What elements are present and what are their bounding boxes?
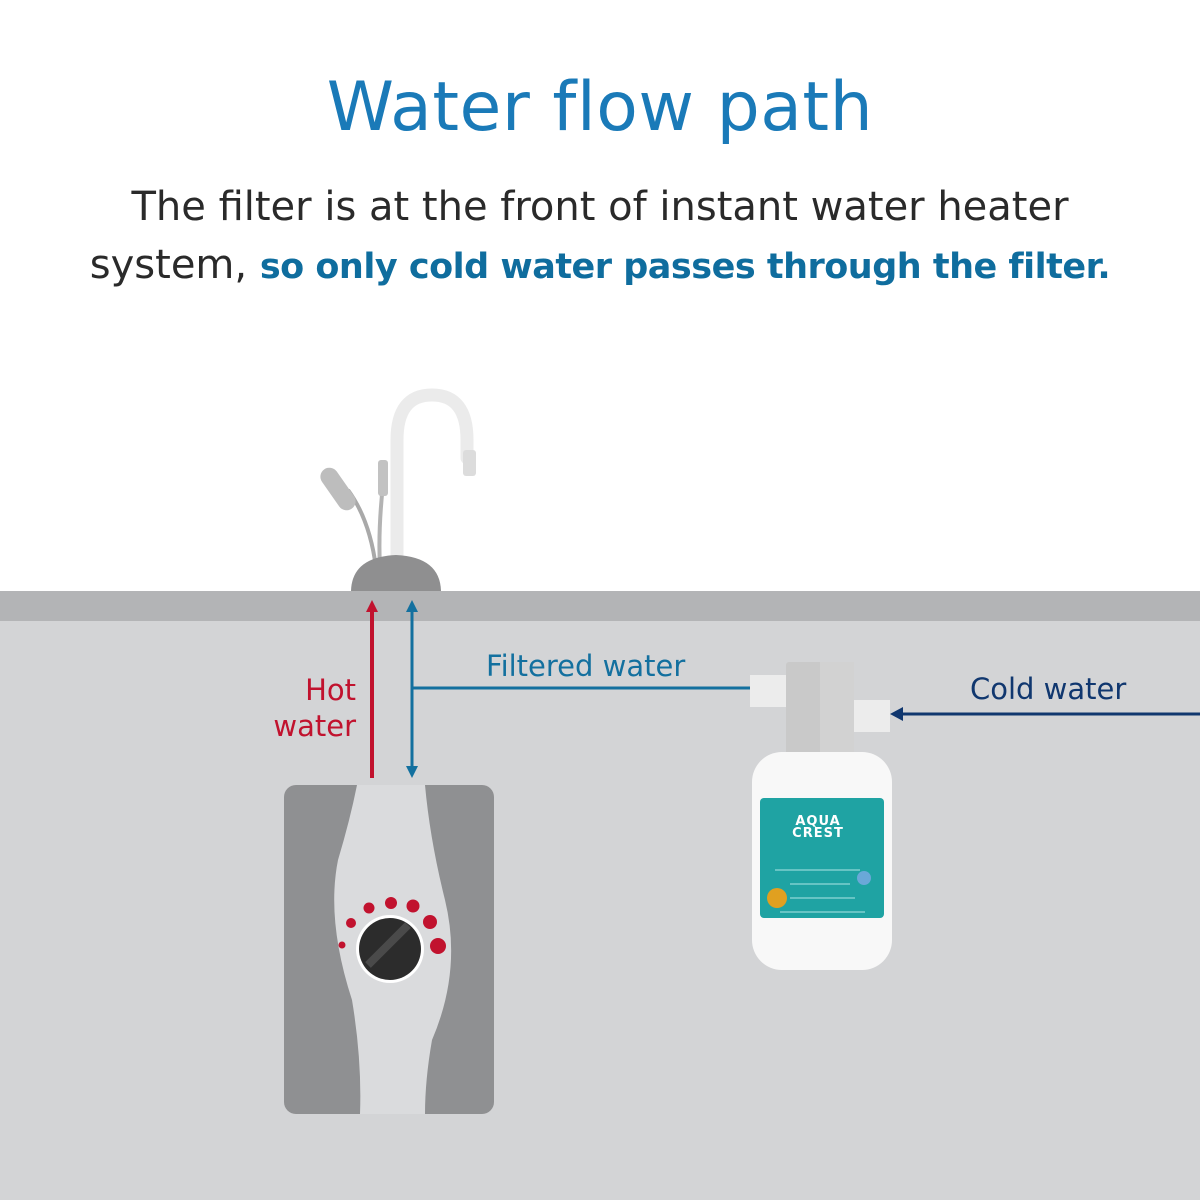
- subtitle-highlight: so only cold water passes through the fi…: [259, 247, 1111, 287]
- subtitle-plain: The filter is at the front of instant wa…: [89, 184, 1069, 288]
- water-heater: [284, 785, 494, 1114]
- page-title: Water flow path: [326, 68, 874, 147]
- temperature-knob: [359, 918, 421, 980]
- brand-line-1: AQUA: [795, 814, 841, 829]
- filtered-water-label: Filtered water: [486, 649, 686, 683]
- subtitle: The filter is at the front of instant wa…: [60, 178, 1140, 296]
- countertop: [0, 591, 1200, 621]
- under-sink-cabinet: [0, 621, 1200, 1200]
- filtered-water-arrow: [406, 600, 750, 778]
- cold-water-label: Cold water: [970, 672, 1127, 706]
- brand-line-2: CREST: [792, 826, 844, 841]
- faucet-icon: [320, 388, 476, 591]
- temperature-dial-dots: [338, 897, 446, 954]
- filter-cartridge: [750, 662, 892, 970]
- filter-brand: AQUA CREST: [778, 814, 858, 841]
- hot-water-arrow: [366, 600, 378, 778]
- cold-water-arrow: [890, 707, 1200, 721]
